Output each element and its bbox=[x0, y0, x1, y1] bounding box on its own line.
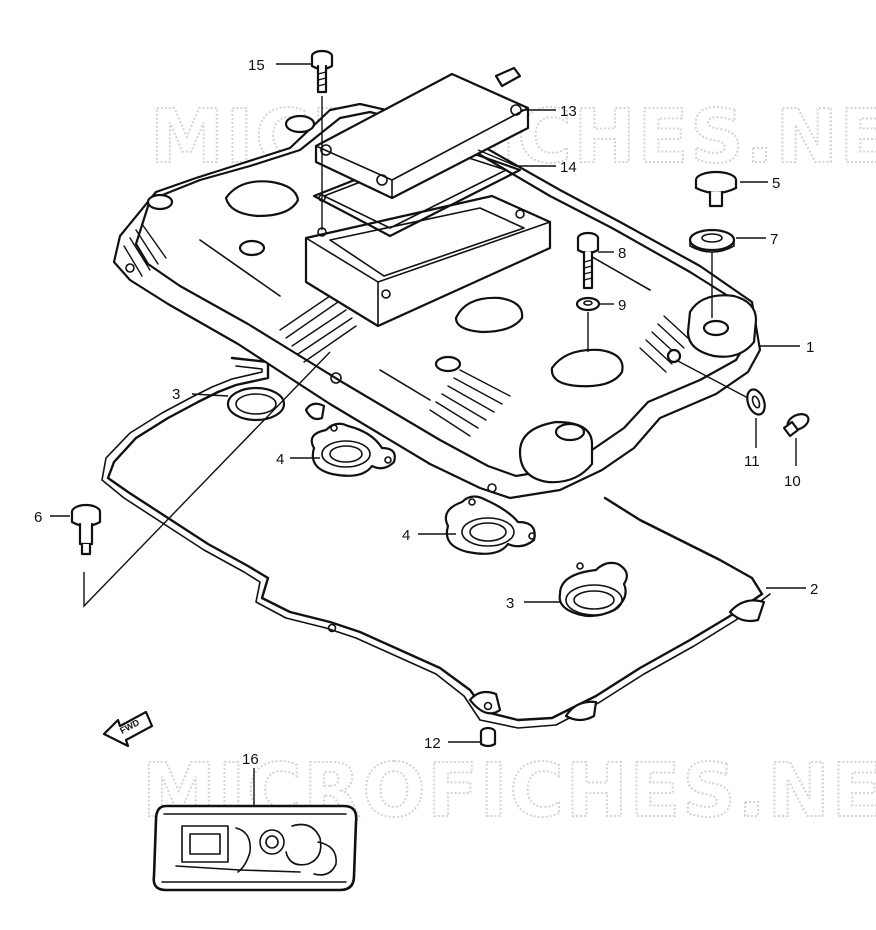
callout-3-lower: 3 bbox=[506, 595, 514, 612]
callout-leaders bbox=[50, 63, 806, 806]
part-3-plug-seal-upper bbox=[226, 386, 286, 422]
part-8-bolt bbox=[576, 231, 600, 290]
part-11-washer bbox=[675, 359, 766, 416]
callout-13: 13 bbox=[560, 103, 577, 120]
callout-7: 7 bbox=[770, 231, 778, 248]
callout-5: 5 bbox=[772, 175, 780, 192]
part-16-gasket-set bbox=[152, 804, 358, 892]
part-10-screw bbox=[782, 413, 810, 438]
callout-1: 1 bbox=[806, 339, 814, 356]
callout-4-upper: 4 bbox=[276, 451, 284, 468]
part-6-bolt bbox=[70, 351, 331, 608]
callout-11: 11 bbox=[744, 453, 760, 470]
part-15-bolt bbox=[310, 49, 334, 230]
part-13-breather-cover bbox=[314, 66, 530, 200]
callout-12: 12 bbox=[424, 735, 441, 752]
part-1-head-cover bbox=[112, 102, 762, 500]
callout-3-upper: 3 bbox=[172, 386, 180, 403]
callout-8: 8 bbox=[618, 245, 626, 262]
callout-10: 10 bbox=[784, 473, 801, 490]
part-3-plug-seal-lower bbox=[558, 561, 629, 618]
part-4-plug-seal-upper bbox=[310, 422, 396, 477]
callout-6: 6 bbox=[34, 509, 42, 526]
part-7-grommet bbox=[688, 228, 736, 318]
fwd-direction-arrow: FWD bbox=[102, 710, 154, 748]
callout-4-lower: 4 bbox=[402, 527, 410, 544]
callout-14: 14 bbox=[560, 159, 577, 176]
part-2-cover-gasket bbox=[101, 356, 771, 729]
callout-15: 15 bbox=[248, 57, 265, 74]
callout-16: 16 bbox=[242, 751, 259, 768]
part-4-plug-seal-lower bbox=[444, 495, 536, 555]
part-5-bolt bbox=[694, 170, 738, 208]
callout-numbers: 15 13 14 5 7 8 9 1 3 11 10 4 6 4 2 3 12 … bbox=[34, 57, 818, 768]
callout-2: 2 bbox=[810, 581, 818, 598]
part-12-dowel-pin bbox=[479, 726, 497, 748]
part-9-washer bbox=[575, 296, 601, 352]
callout-9: 9 bbox=[618, 297, 626, 314]
